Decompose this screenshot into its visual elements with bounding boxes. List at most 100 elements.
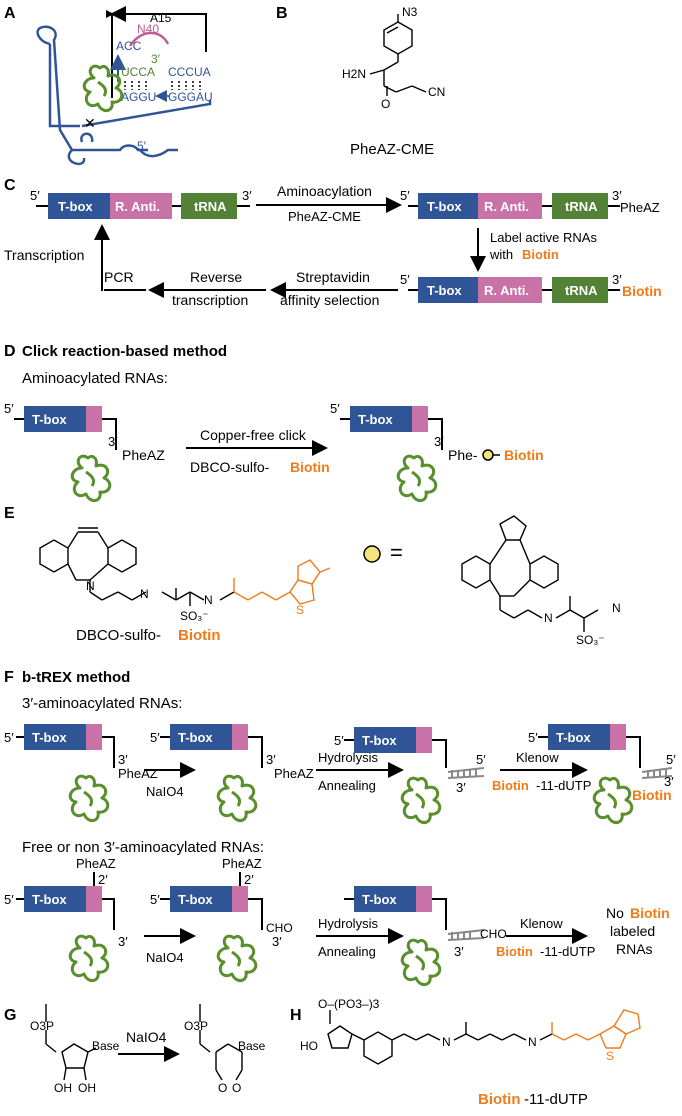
d-five-1: 5′: [4, 401, 14, 416]
f-three-2: 3′: [266, 752, 276, 767]
e-nh-1: N: [140, 587, 149, 601]
streptavidin-label: Streptavidin: [296, 269, 370, 285]
h-ho: HO: [300, 1039, 318, 1053]
c-anti-2: R. Anti.: [484, 199, 529, 214]
acc-seq: ACC: [116, 39, 142, 53]
d-tbox-1: T-box: [32, 412, 67, 427]
d-biotin-product: Biotin: [504, 447, 544, 463]
f-five-4: 5′: [528, 730, 538, 745]
affinity-label: affinity selection: [280, 292, 379, 308]
c-tbox-1: T-box: [58, 199, 93, 214]
f2-hydrolysis: Hydrolysis: [318, 916, 378, 931]
h-nh-2: N: [528, 1035, 537, 1049]
panel-label-b: B: [276, 5, 288, 22]
e2-nh: N: [544, 611, 553, 625]
h2n-label: H2N: [342, 67, 366, 81]
f2-biotin-dutp: Biotin: [496, 944, 533, 959]
n3-label: N3: [402, 5, 418, 19]
f2-tbox-2: T-box: [178, 892, 213, 907]
h-nh-1: N: [442, 1035, 451, 1049]
c-biotin-1: Biotin: [522, 247, 559, 262]
f-klenow-1: Klenow: [516, 750, 559, 765]
f-five-2: 5′: [150, 730, 160, 745]
f2-naio4: NaIO4: [146, 950, 184, 965]
f-five-oligo-2: 5′: [666, 752, 676, 767]
three-prime-a: 3′: [151, 52, 161, 66]
five-prime-a: 5′: [137, 139, 147, 153]
e-n: N: [86, 579, 95, 593]
c-five-2: 5′: [400, 188, 410, 203]
phe-az-cme-structure: [369, 14, 427, 96]
c-three-2: 3′: [612, 188, 622, 203]
d-five-2: 5′: [330, 401, 340, 416]
f2-phe-2: PheAZ: [222, 856, 262, 871]
f-annealing-1: Annealing: [318, 778, 376, 793]
f2-klenow: Klenow: [520, 916, 563, 931]
e-equals: =: [390, 540, 403, 565]
panel-d-reaction: T-box 5′ 3′ PheAZ Copper-free click DBCO…: [4, 401, 544, 503]
c-three-1: 3′: [242, 188, 252, 203]
biotin-tail: [233, 559, 331, 605]
reverse-label: Reverse: [190, 269, 242, 285]
e-triazole-circle: [363, 545, 381, 563]
g-o-1: O: [218, 1081, 227, 1095]
label-active-label: Label active RNAs: [490, 230, 597, 245]
g-oh-1: OH: [54, 1081, 72, 1095]
copper-free-label: Copper-free click: [200, 427, 307, 443]
f-five-oligo-1: 5′: [476, 752, 486, 767]
panel-label-a: A: [4, 5, 16, 22]
panel-label-e: E: [4, 505, 15, 522]
f2-annealing: Annealing: [318, 944, 376, 959]
gggau-seq: GGGAU: [168, 90, 213, 104]
cross-mark: ✕: [84, 115, 96, 131]
g-base-2: Base: [238, 1039, 266, 1053]
f2-no: No: [606, 905, 624, 921]
e2-so3: SO₃⁻: [576, 633, 605, 647]
f2-phe-1: PheAZ: [76, 856, 116, 871]
f2-dutp: -11-dUTP: [540, 944, 595, 959]
panel-g-structures: [45, 1004, 243, 1081]
panel-d-title: Click reaction-based method: [22, 343, 227, 360]
f2-labeled: labeled: [610, 923, 655, 939]
f2-cho-1: CHO: [266, 921, 293, 935]
g-base-1: Base: [92, 1039, 120, 1053]
e-so3: SO₃⁻: [180, 609, 209, 623]
c-trna-2: tRNA: [565, 199, 598, 214]
panel-label-g: G: [4, 1007, 16, 1024]
f2-two-1: 2′: [98, 872, 108, 887]
f2-cho-2: CHO: [480, 927, 507, 941]
f2-two-2: 2′: [244, 872, 254, 887]
f-tbox-4: T-box: [556, 730, 591, 745]
f2-three-3: 3′: [454, 944, 464, 959]
e-nh-2: N: [204, 593, 213, 607]
g-oh-2: OH: [78, 1081, 96, 1095]
c-anti-1: R. Anti.: [115, 199, 160, 214]
d-phe-az: PheAZ: [122, 447, 165, 463]
f2-five-1: 5′: [4, 892, 14, 907]
d-dbco-label: DBCO-sulfo-: [190, 459, 270, 475]
c-anti-3: R. Anti.: [484, 283, 529, 298]
cccua-seq: CCCUA: [168, 65, 211, 79]
f-biotin-dutp-1: Biotin: [492, 778, 529, 793]
g-o3p-1: O3P: [30, 1019, 54, 1033]
d-phe-dash: Phe-: [448, 447, 478, 463]
panel-label-c: C: [4, 177, 16, 194]
panel-c-cycle: T-box R. Anti. tRNA 5′ 3′ Aminoacylation…: [4, 183, 662, 308]
c-trna-1: tRNA: [194, 199, 227, 214]
f-tbox-2: T-box: [178, 730, 213, 745]
e-s: S: [296, 603, 304, 617]
triazole-structure: [461, 515, 599, 632]
f-hydrolysis-1: Hydrolysis: [318, 750, 378, 765]
dbco-sulfo-biotin-structure: [39, 527, 235, 606]
panel-a-tbox-diagram: A15 N40 ACC UCCA CCCUA 3′ AGGU GGGAU 5′ …: [36, 6, 213, 166]
panel-f-row1: T-box 5′ 3′ PheAZ NaIO4 T-box 5′ 3′ PheA…: [4, 724, 676, 825]
panel-f-title: b-tREX method: [22, 669, 130, 686]
c-five-1: 5′: [30, 188, 40, 203]
f-naio4-1: NaIO4: [146, 784, 184, 799]
f-phe-2: PheAZ: [274, 766, 314, 781]
c-five-3: 5′: [400, 272, 410, 287]
c-biotin-2: Biotin: [622, 283, 662, 299]
f-three-1: 3′: [118, 752, 128, 767]
a15-label: A15: [150, 11, 172, 25]
d-tbox-2: T-box: [358, 412, 393, 427]
